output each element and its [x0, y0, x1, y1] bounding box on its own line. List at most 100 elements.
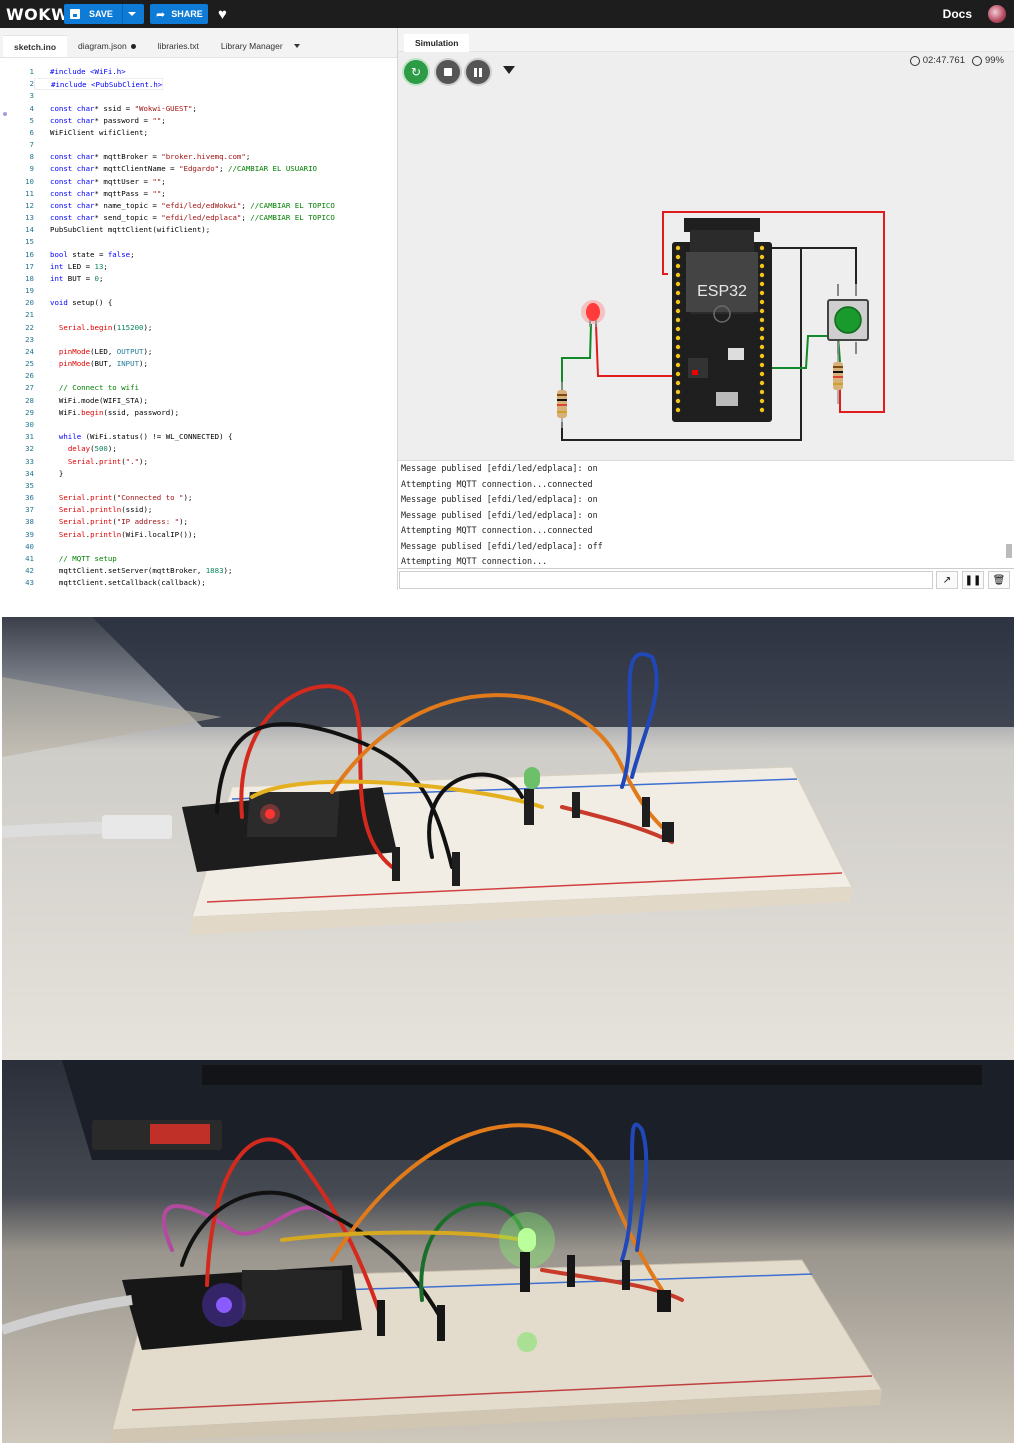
- caret-down-icon[interactable]: [128, 12, 136, 16]
- header-pin[interactable]: [675, 299, 681, 305]
- code-line[interactable]: 35: [0, 480, 397, 492]
- header-pin[interactable]: [759, 335, 765, 341]
- header-pin[interactable]: [675, 263, 681, 269]
- code-line[interactable]: 25 pinMode(BUT, INPUT);: [0, 358, 397, 370]
- header-pin[interactable]: [675, 281, 681, 287]
- code-area[interactable]: 1#include <WiFi.h>2#include <PubSubClien…: [0, 66, 397, 589]
- code-line[interactable]: 23: [0, 334, 397, 346]
- code-line[interactable]: 37 Serial.println(ssid);: [0, 504, 397, 516]
- header-pin[interactable]: [675, 290, 681, 296]
- header-pin[interactable]: [675, 326, 681, 332]
- header-pin[interactable]: [675, 380, 681, 386]
- code-line[interactable]: 31 while (WiFi.status() != WL_CONNECTED)…: [0, 431, 397, 443]
- tab-sketch-ino[interactable]: sketch.ino: [3, 35, 68, 57]
- tabs-menu-chevron-icon[interactable]: [293, 44, 300, 48]
- header-pin[interactable]: [675, 398, 681, 404]
- header-pin[interactable]: [759, 263, 765, 269]
- code-line[interactable]: 26: [0, 370, 397, 382]
- code-line[interactable]: 40: [0, 541, 397, 553]
- code-line[interactable]: 29 WiFi.begin(ssid, password);: [0, 407, 397, 419]
- tab-libraries-txt[interactable]: libraries.txt: [157, 41, 199, 51]
- code-line[interactable]: 7: [0, 139, 397, 151]
- code-line[interactable]: 43 mqttClient.setCallback(callback);: [0, 577, 397, 589]
- header-pin[interactable]: [759, 353, 765, 359]
- code-line[interactable]: 39 Serial.println(WiFi.localIP());: [0, 529, 397, 541]
- code-line[interactable]: 28 WiFi.mode(WIFI_STA);: [0, 395, 397, 407]
- code-line[interactable]: 27 // Connect to wifi: [0, 382, 397, 394]
- code-line[interactable]: 2#include <PubSubClient.h>: [0, 78, 397, 91]
- header-pin[interactable]: [759, 398, 765, 404]
- circuit-diagram[interactable]: ESP32: [398, 52, 1014, 462]
- save-button[interactable]: SAVE: [64, 4, 144, 24]
- wokwi-logo[interactable]: WOKWI: [6, 4, 76, 24]
- code-line[interactable]: 42 mqttClient.setServer(mqttBroker, 1883…: [0, 565, 397, 577]
- header-pin[interactable]: [675, 254, 681, 260]
- code-line[interactable]: 32 delay(500);: [0, 443, 397, 455]
- header-pin[interactable]: [675, 317, 681, 323]
- header-pin[interactable]: [759, 389, 765, 395]
- header-pin[interactable]: [759, 362, 765, 368]
- header-pin[interactable]: [759, 317, 765, 323]
- header-pin[interactable]: [759, 308, 765, 314]
- header-pin[interactable]: [759, 344, 765, 350]
- code-line[interactable]: 19: [0, 285, 397, 297]
- serial-pause-button[interactable]: ❚❚: [962, 571, 984, 589]
- tab-simulation[interactable]: Simulation: [404, 34, 470, 52]
- plotter-button[interactable]: ↗: [936, 571, 958, 589]
- wifi-icon[interactable]: [503, 66, 515, 74]
- header-pin[interactable]: [759, 380, 765, 386]
- share-button[interactable]: ➦ SHARE: [150, 4, 208, 24]
- header-pin[interactable]: [675, 362, 681, 368]
- header-pin[interactable]: [759, 299, 765, 305]
- code-line[interactable]: 33 Serial.print(".");: [0, 456, 397, 468]
- header-pin[interactable]: [675, 407, 681, 413]
- code-line[interactable]: 38 Serial.print("IP address: ");: [0, 516, 397, 528]
- code-line[interactable]: 21: [0, 309, 397, 321]
- header-pin[interactable]: [759, 245, 765, 251]
- pause-button[interactable]: [466, 60, 490, 84]
- code-line[interactable]: 15: [0, 236, 397, 248]
- heart-icon[interactable]: ♥: [218, 5, 227, 23]
- tab-library-manager[interactable]: Library Manager: [220, 41, 283, 51]
- code-line[interactable]: 22 Serial.begin(115200);: [0, 322, 397, 334]
- header-pin[interactable]: [759, 290, 765, 296]
- header-pin[interactable]: [759, 272, 765, 278]
- header-pin[interactable]: [759, 326, 765, 332]
- clear-button[interactable]: 🗑: [988, 571, 1010, 589]
- header-pin[interactable]: [675, 335, 681, 341]
- code-line[interactable]: 30: [0, 419, 397, 431]
- header-pin[interactable]: [759, 281, 765, 287]
- header-pin[interactable]: [759, 254, 765, 260]
- stop-button[interactable]: [436, 60, 460, 84]
- serial-scrollbar[interactable]: [1006, 544, 1012, 558]
- header-pin[interactable]: [675, 344, 681, 350]
- code-line[interactable]: 36 Serial.print("Connected to ");: [0, 492, 397, 504]
- serial-input[interactable]: [399, 571, 933, 589]
- header-pin[interactable]: [675, 272, 681, 278]
- header-pin[interactable]: [759, 407, 765, 413]
- code-line[interactable]: 3: [0, 90, 397, 102]
- header-pin[interactable]: [675, 245, 681, 251]
- avatar[interactable]: [988, 5, 1006, 23]
- header-pin[interactable]: [675, 308, 681, 314]
- restart-button[interactable]: ↻: [404, 60, 428, 84]
- code-line[interactable]: 41 // MQTT setup: [0, 553, 397, 565]
- header-pin[interactable]: [675, 371, 681, 377]
- code-line[interactable]: 1#include <WiFi.h>: [0, 66, 397, 78]
- code-line[interactable]: 24 pinMode(LED, OUTPUT);: [0, 346, 397, 358]
- docs-link[interactable]: Docs: [942, 7, 972, 21]
